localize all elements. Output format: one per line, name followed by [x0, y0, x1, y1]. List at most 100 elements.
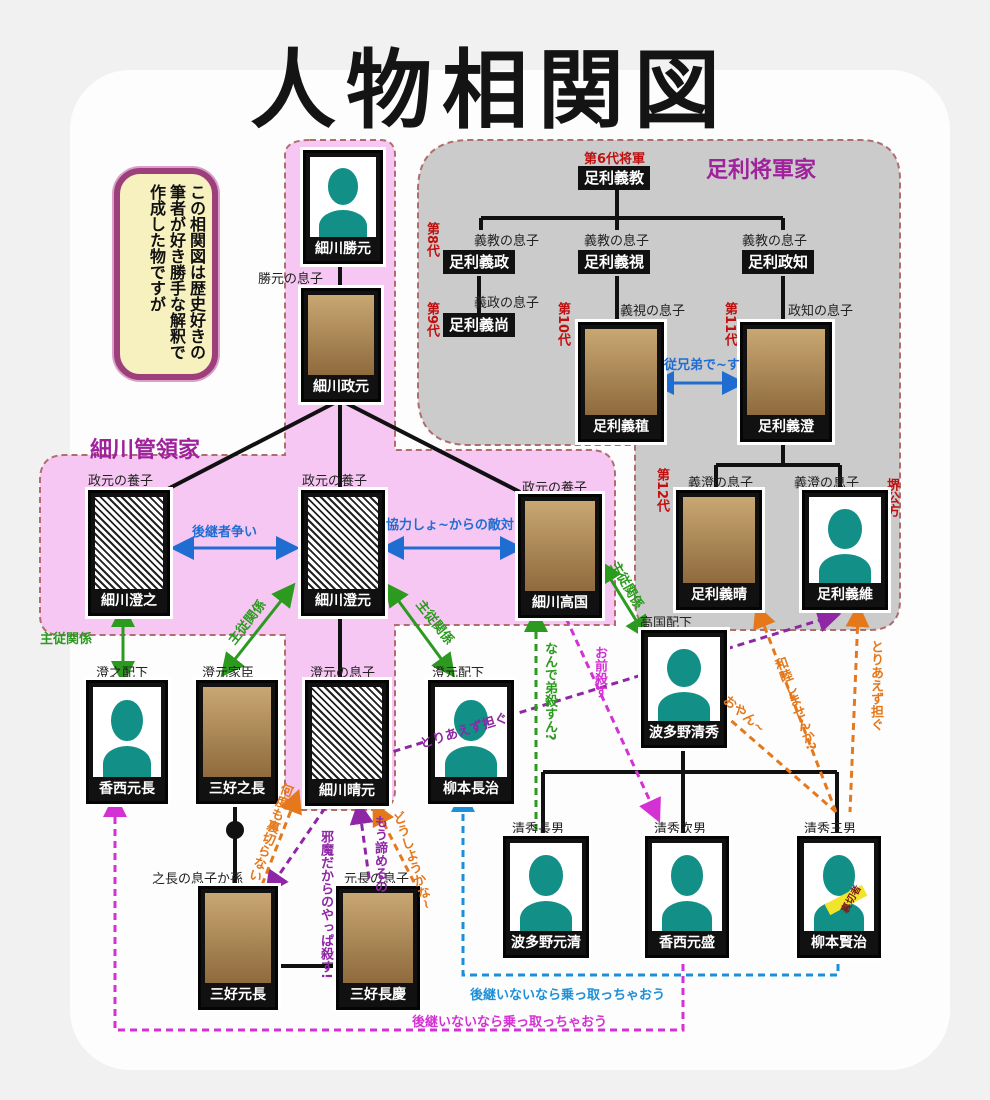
generation-label: 第6代将軍 [584, 152, 646, 167]
card-miyoshi-yukinaga[interactable]: 三好之長 [196, 680, 278, 804]
arrow-master-servant-3 [384, 582, 456, 678]
annotation-master-servant-1: 主従関係 [40, 632, 93, 647]
annotation-give-up: もう諦めるの [372, 815, 387, 893]
label-ashikaga-yoshihisa[interactable]: 足利義尚 [443, 313, 516, 337]
arrow-master-servant-2 [220, 582, 296, 678]
relation-label: 高国配下 [640, 616, 693, 631]
relation-label: 義澄の息子 [688, 476, 754, 491]
card-hosokawa-sumimoto[interactable]: 細川澄元 [301, 490, 385, 616]
card-hosokawa-harumoto[interactable]: 細川晴元 [305, 680, 389, 806]
generation-label: 第9代 [424, 302, 439, 338]
relation-label: 元長の息子 [344, 872, 410, 887]
arrow-nagayoshi [349, 800, 374, 886]
card-ashikaga-yoshitane[interactable]: 足利義稙 [578, 322, 664, 442]
avatar-placeholder [510, 843, 582, 931]
hosokawa-region-label: 細川管領家 [90, 438, 201, 463]
avatar-placeholder [93, 687, 161, 777]
portrait [205, 893, 271, 983]
card-ashikaga-yoshiharu[interactable]: 足利義晴 [676, 490, 762, 610]
card-ashikaga-yoshizumi[interactable]: 足利義澄 [740, 322, 832, 442]
relation-label: 政元の養子 [522, 481, 588, 496]
relation-label: 政元の養子 [302, 474, 368, 489]
card-hosokawa-katsumoto[interactable]: 細川勝元 [303, 150, 383, 264]
portrait [308, 295, 374, 375]
ashikaga-region-label: 足利将軍家 [706, 158, 817, 183]
annotation-takeover-2: 後継いないなら乗っ取っちゃおう [412, 1015, 608, 1030]
arrow-perhaps [372, 801, 420, 891]
annotation-why-kill-brother: なんで弟殺すん? [542, 642, 557, 741]
card-ashikaga-yoshitsuna[interactable]: 足利義維 [802, 490, 888, 610]
card-hatano-motokiyo[interactable]: 波多野元清 [503, 836, 589, 958]
relation-label: 之長の息子か孫 [152, 872, 244, 887]
annotation-tentative-2: とりあえず担ぐ [868, 640, 883, 731]
arrow-tentative-orange [845, 603, 870, 813]
relation-label: 義視の息子 [620, 304, 686, 319]
card-hosokawa-takakuni[interactable]: 細川高国 [518, 494, 602, 618]
card-miyoshi-motonaga[interactable]: 三好元長 [198, 886, 278, 1010]
relation-label: 政知の息子 [788, 304, 854, 319]
card-hatano-kiyohide[interactable]: 波多野清秀 [641, 630, 727, 748]
relation-label: 義教の息子 [584, 234, 650, 249]
portrait [308, 497, 378, 589]
arrow-takeover-sky [451, 788, 840, 977]
arrow-kill-motonaga [265, 807, 327, 895]
card-kasai-motomori[interactable]: 香西元盛 [645, 836, 729, 958]
annotation-you-kill: お前殺す [592, 646, 607, 698]
avatar-placeholder: 裏切者 [804, 843, 874, 931]
portrait [747, 329, 825, 415]
portrait [585, 329, 657, 415]
generation-label: 第10代 [555, 302, 570, 347]
card-kasai-motonaga[interactable]: 香西元長 [86, 680, 168, 804]
card-yanagimoto-kataharu[interactable]: 裏切者 柳本賢治 [797, 836, 881, 958]
generation-label: 第11代 [722, 302, 737, 347]
annotation-takeover-1: 後継いないなら乗っ取っちゃおう [470, 988, 666, 1003]
annotation-cousins: 従兄弟で~す [664, 358, 740, 373]
avatar-placeholder [435, 687, 507, 777]
label-ashikaga-yoshimasa[interactable]: 足利義政 [443, 250, 516, 274]
lineage-dot [226, 821, 244, 839]
relation-label: 清秀三男 [804, 822, 857, 837]
arrow-takeover-magenta [103, 793, 685, 1032]
author-note: この相関図は歴史好きの筆者が好き勝手な解釈で作成した物ですが [114, 168, 218, 380]
author-note-text: この相関図は歴史好きの筆者が好き勝手な解釈で作成した物ですが [147, 184, 206, 360]
relation-label: 義澄の息子 [794, 476, 860, 491]
relation-label: 清秀次男 [654, 822, 707, 837]
card-hosokawa-sumiyuki[interactable]: 細川澄之 [88, 490, 170, 616]
arrow-master-servant-4 [598, 559, 649, 641]
relation-label: 澄元の息子 [310, 666, 376, 681]
page-title: 人物相関図 [250, 40, 730, 141]
portrait [683, 497, 755, 583]
hosokawa-region [39, 139, 616, 811]
annotation-cooperation: 協力しょ~からの敵対 [386, 518, 514, 533]
relation-label: 義政の息子 [474, 296, 540, 311]
card-miyoshi-nagayoshi[interactable]: 三好長慶 [336, 886, 420, 1010]
portrait [95, 497, 163, 589]
portrait [203, 687, 271, 777]
generation-label: 第8代 [424, 222, 439, 258]
relation-label: 澄之配下 [96, 666, 149, 681]
relation-label: 澄元配下 [432, 666, 485, 681]
avatar-placeholder [648, 637, 720, 721]
relation-label: 澄元家臣 [202, 666, 255, 681]
annotation-guess-kill: 邪魔だからのやっぱ殺す! [318, 830, 333, 979]
relation-label: 義教の息子 [474, 234, 540, 249]
annotation-succession-fight: 後継者争い [192, 525, 258, 540]
avatar-placeholder [652, 843, 722, 931]
relation-label: 勝元の息子 [258, 272, 324, 287]
card-yanagimoto-nagaharu[interactable]: 柳本長治 [428, 680, 514, 804]
portrait [312, 687, 382, 779]
label-ashikaga-yoshimi[interactable]: 足利義視 [578, 250, 651, 274]
relation-label: 清秀長男 [512, 822, 565, 837]
relation-label: 義教の息子 [742, 234, 808, 249]
relation-label: 政元の養子 [88, 474, 154, 489]
generation-label: 第12代 [654, 468, 669, 513]
label-ashikaga-yoshinori[interactable]: 足利義教 [578, 166, 651, 190]
label-ashikaga-masatomo[interactable]: 足利政知 [742, 250, 815, 274]
portrait [343, 893, 413, 983]
portrait [525, 501, 595, 591]
arrow-hesitate [260, 788, 302, 886]
card-hosokawa-masamoto[interactable]: 細川政元 [301, 288, 381, 402]
avatar-placeholder [310, 157, 376, 237]
avatar-placeholder [809, 497, 881, 583]
